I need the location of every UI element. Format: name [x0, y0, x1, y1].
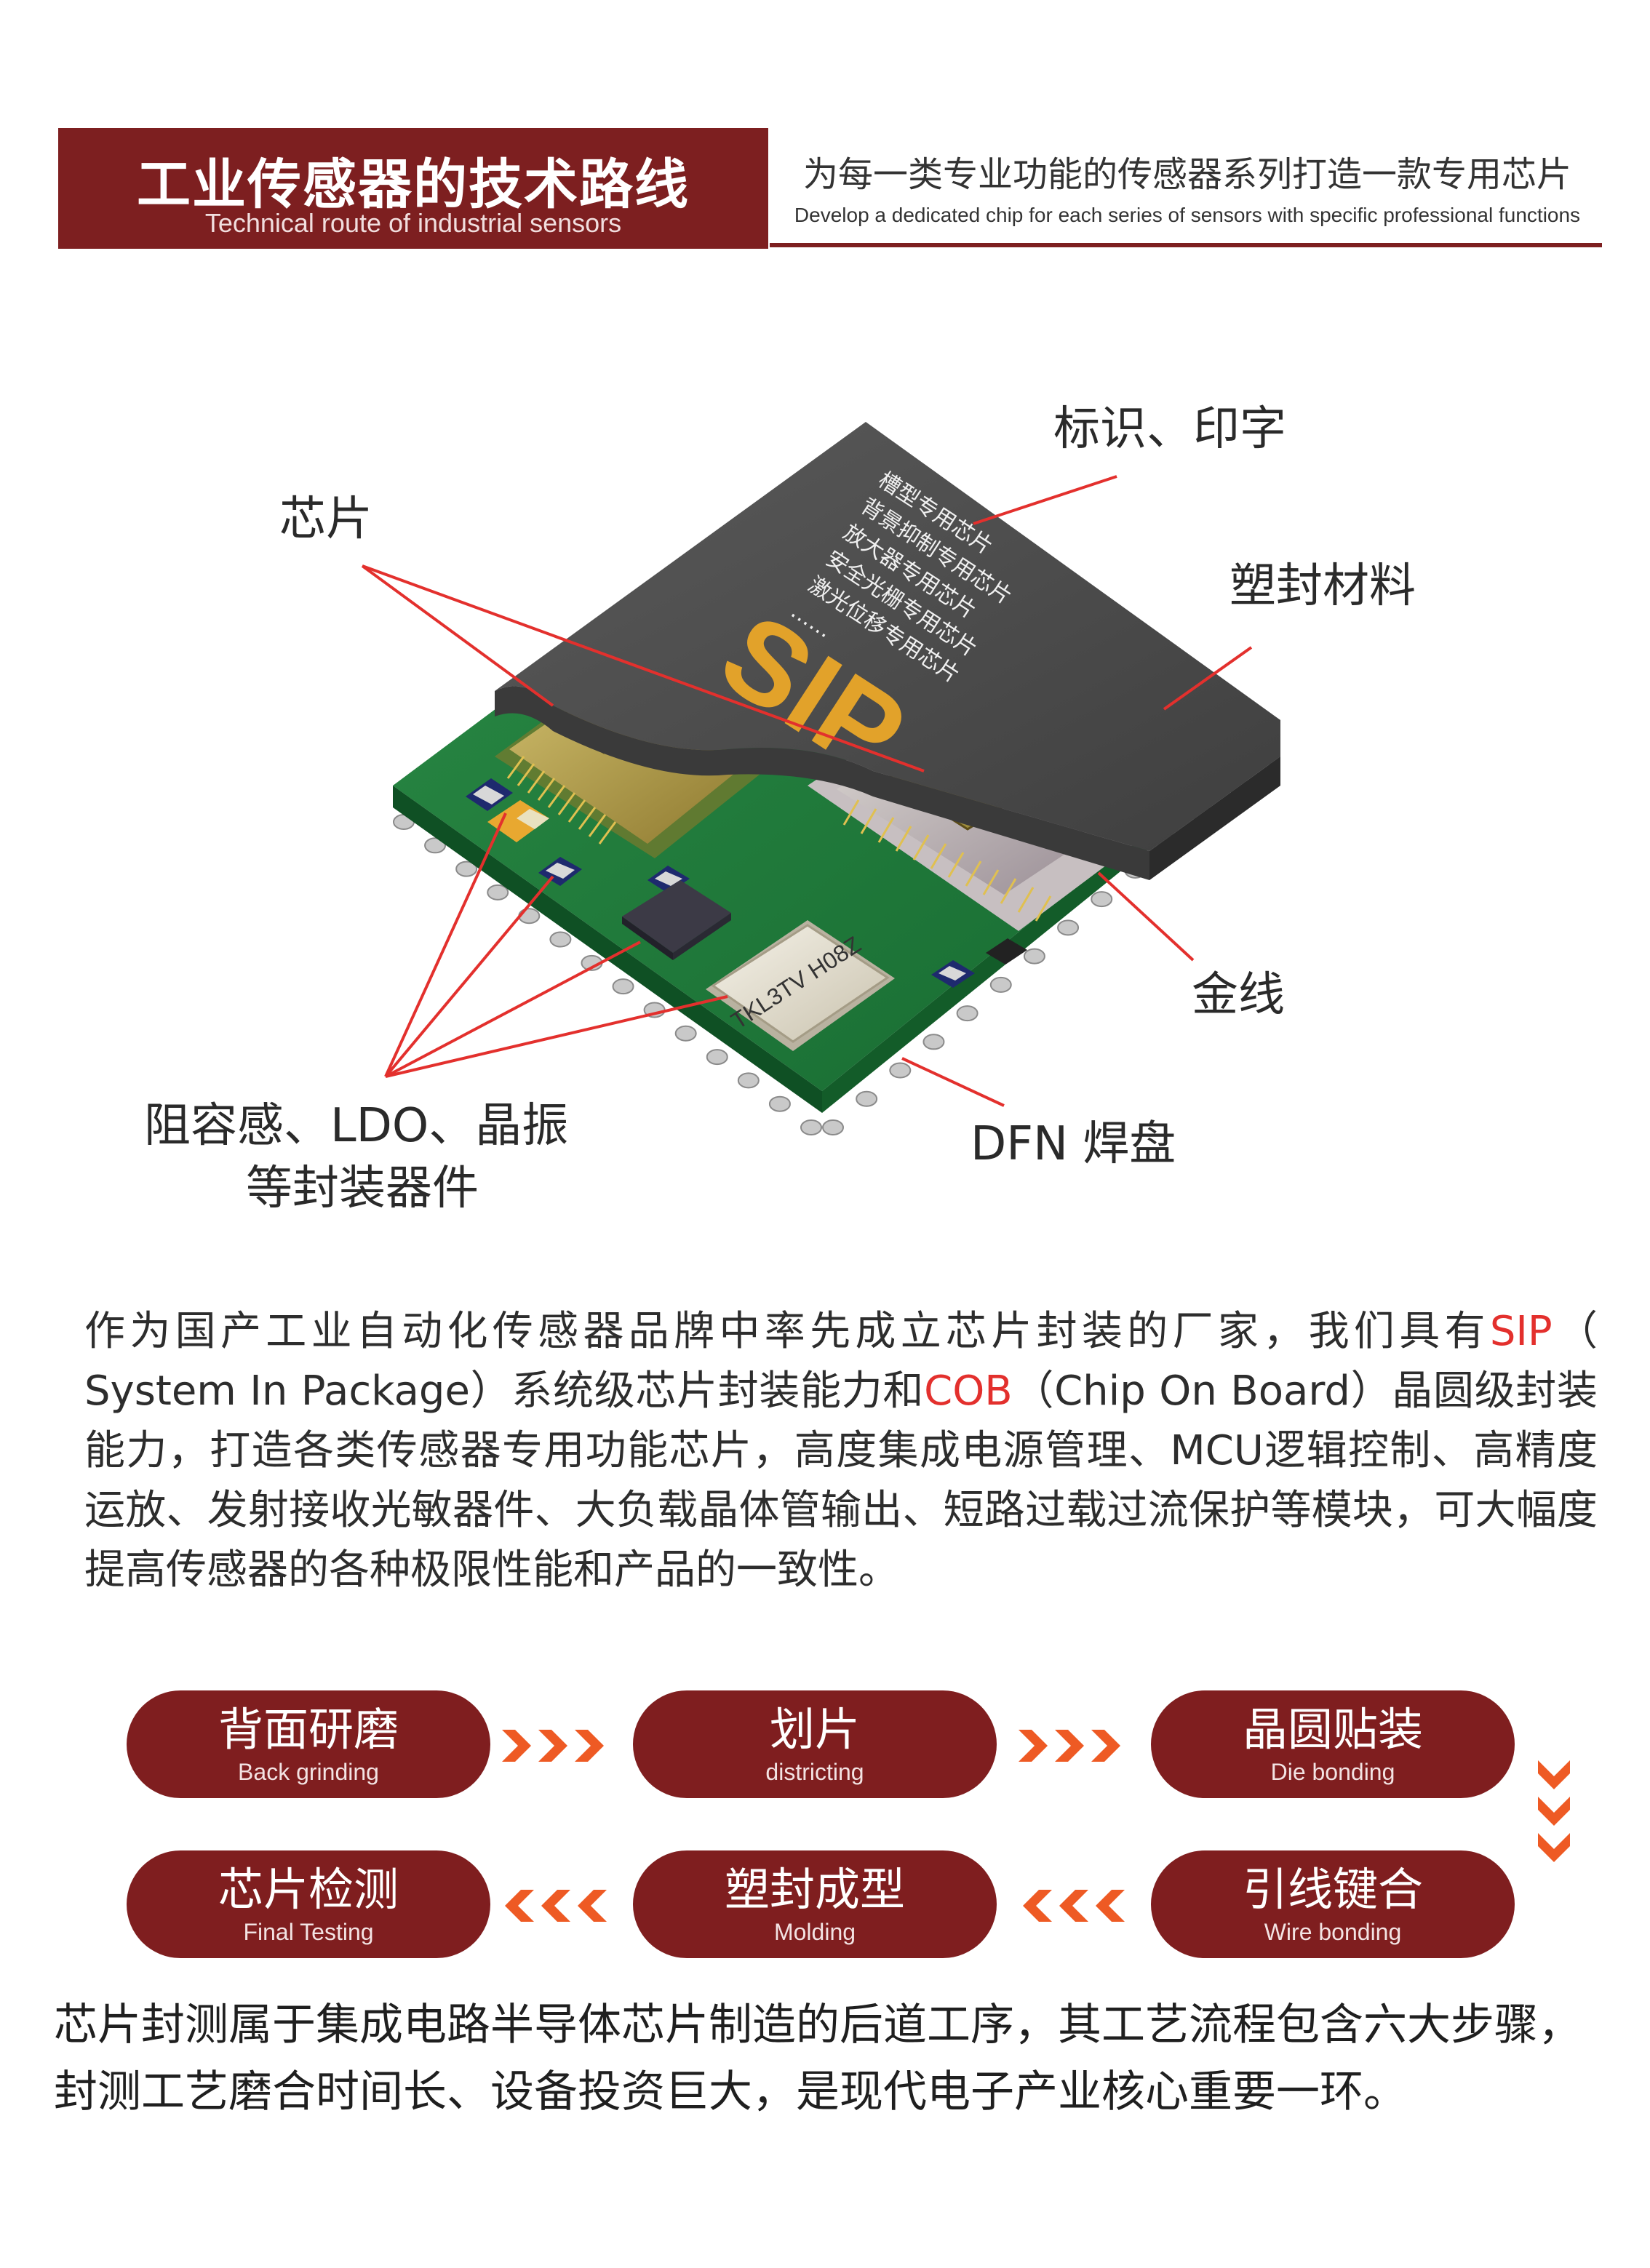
solder-pad — [424, 837, 447, 854]
gold-wire — [557, 792, 576, 815]
solder-pad — [455, 861, 478, 877]
gold-wire — [947, 852, 965, 878]
step-dicing: 划片 districting — [633, 1690, 997, 1798]
intro-cob-highlight: COB — [924, 1367, 1013, 1415]
step-back-grinding: 背面研磨 Back grinding — [127, 1690, 490, 1798]
label-chip: 芯片 — [279, 492, 372, 546]
gold-wire — [527, 770, 546, 794]
step-label-en: districting — [765, 1759, 864, 1785]
step-label-cn: 背面研磨 — [218, 1703, 399, 1756]
ldo-chip — [622, 880, 731, 960]
solder-pad — [612, 978, 634, 995]
solder-pad — [487, 884, 509, 901]
solder-pad — [674, 1025, 697, 1042]
solder-pad — [706, 1049, 728, 1066]
step-label-cn: 芯片检测 — [218, 1863, 399, 1916]
summary-paragraph: 芯片封测属于集成电路半导体芯片制造的后道工序，其工艺流程包含六大步骤，封测工艺磨… — [54, 2000, 1582, 2117]
step-label-en: Final Testing — [243, 1919, 374, 1945]
page-title: 工业传感器的技术路线 — [137, 153, 690, 216]
gold-wire — [1035, 895, 1052, 922]
gold-wire — [982, 869, 1000, 895]
solder-pad — [737, 1072, 760, 1089]
leader-lines — [361, 475, 1253, 1107]
label-gold-wire: 金线 — [1192, 968, 1285, 1022]
solder-pad — [956, 1005, 979, 1022]
step-label-en: Die bonding — [1270, 1759, 1395, 1785]
arrow-down-icon — [1538, 1760, 1570, 1862]
gold-wire — [537, 778, 556, 801]
gold-wire — [547, 785, 566, 808]
label-dfn-pad: DFN 焊盘 — [971, 1117, 1176, 1171]
solder-pad — [822, 1119, 844, 1135]
gold-wire — [506, 756, 525, 779]
step-final-testing: 芯片检测 Final Testing — [127, 1850, 490, 1958]
arrow-right-icon — [1019, 1730, 1120, 1762]
gold-wire — [912, 834, 930, 861]
intro-text-2: （ System In Package）系统级芯片封装能力和 — [84, 1308, 1598, 1415]
gold-wire — [1017, 887, 1035, 913]
header-title-box: 工业传感器的技术路线 Technical route of industrial… — [58, 128, 768, 249]
solder-pad — [856, 1090, 878, 1107]
gold-wire — [1000, 878, 1017, 904]
solder-pad — [549, 931, 572, 948]
step-label-cn: 引线键合 — [1242, 1863, 1423, 1916]
solder-pad — [922, 1034, 945, 1050]
solder-pad — [1057, 919, 1080, 936]
gold-wire — [930, 843, 947, 869]
step-die-bonding: 晶圆贴装 Die bonding — [1151, 1690, 1515, 1798]
gold-wire — [877, 817, 895, 843]
solder-pad — [989, 976, 1012, 993]
header-divider — [770, 243, 1602, 247]
arrow-right-icon — [502, 1730, 604, 1762]
gold-wire — [965, 861, 982, 887]
intro-text-3: （Chip On Board）晶圆级封装能力，打造各类传感器专用功能芯片，高度集… — [84, 1367, 1598, 1594]
solder-pad — [1091, 891, 1113, 908]
gold-wire — [567, 799, 586, 823]
arrow-left-icon — [505, 1890, 607, 1922]
step-label-en: Wire bonding — [1264, 1919, 1402, 1945]
label-marking: 标识、印字 — [1053, 402, 1286, 456]
solder-pad — [768, 1095, 791, 1112]
arrow-left-icon — [1023, 1890, 1125, 1922]
crystal-oscillator: TKL3TV H08Z — [706, 920, 895, 1051]
label-molding-material: 塑封材料 — [1229, 559, 1416, 613]
solder-pad — [1023, 948, 1045, 965]
header-tagline-en: Develop a dedicated chip for each series… — [794, 204, 1581, 226]
solder-pad — [889, 1062, 912, 1079]
intro-paragraph: 作为国产工业自动化传感器品牌中率先成立芯片封装的厂家，我们具有SIP（ Syst… — [84, 1302, 1598, 1600]
intro-text-1: 作为国产工业自动化传感器品牌中率先成立芯片封装的厂家，我们具有 — [84, 1308, 1490, 1355]
page-subtitle: Technical route of industrial sensors — [204, 208, 622, 238]
step-label-cn: 塑封成型 — [724, 1863, 905, 1916]
label-components-line1: 阻容感、LDO、晶振 — [144, 1099, 569, 1153]
passive-components — [466, 778, 1027, 988]
solder-pad — [800, 1119, 822, 1135]
gold-wire — [588, 814, 607, 837]
step-label-cn: 晶圆贴装 — [1242, 1703, 1423, 1756]
gold-wire — [517, 763, 535, 786]
step-label-en: Back grinding — [238, 1759, 379, 1785]
gold-wire — [842, 799, 860, 826]
label-components-line2: 等封装器件 — [246, 1162, 479, 1215]
header-tagline-cn: 为每一类专业功能的传感器系列打造一款专用芯片 — [802, 154, 1571, 195]
gold-wire — [860, 808, 877, 834]
solder-pad — [518, 908, 541, 925]
step-label-en: Molding — [773, 1919, 856, 1945]
molding-cover: SIP 槽型专用芯片背景抑制专用芯片放大器专用芯片安全光栅专用芯片激光位移专用芯… — [495, 422, 1280, 880]
gold-wire — [578, 807, 597, 830]
intro-sip-highlight: SIP — [1489, 1308, 1553, 1355]
gold-wire — [598, 821, 617, 844]
gold-wire — [895, 826, 912, 852]
step-wire-bonding: 引线键合 Wire bonding — [1151, 1850, 1515, 1958]
step-molding: 塑封成型 Molding — [633, 1850, 997, 1958]
step-label-cn: 划片 — [769, 1703, 860, 1756]
sip-package-illustration: TKL3TV H08Z SIP 槽型专用芯片背景抑制专用芯片放大器专用芯片安全光… — [361, 422, 1280, 1135]
